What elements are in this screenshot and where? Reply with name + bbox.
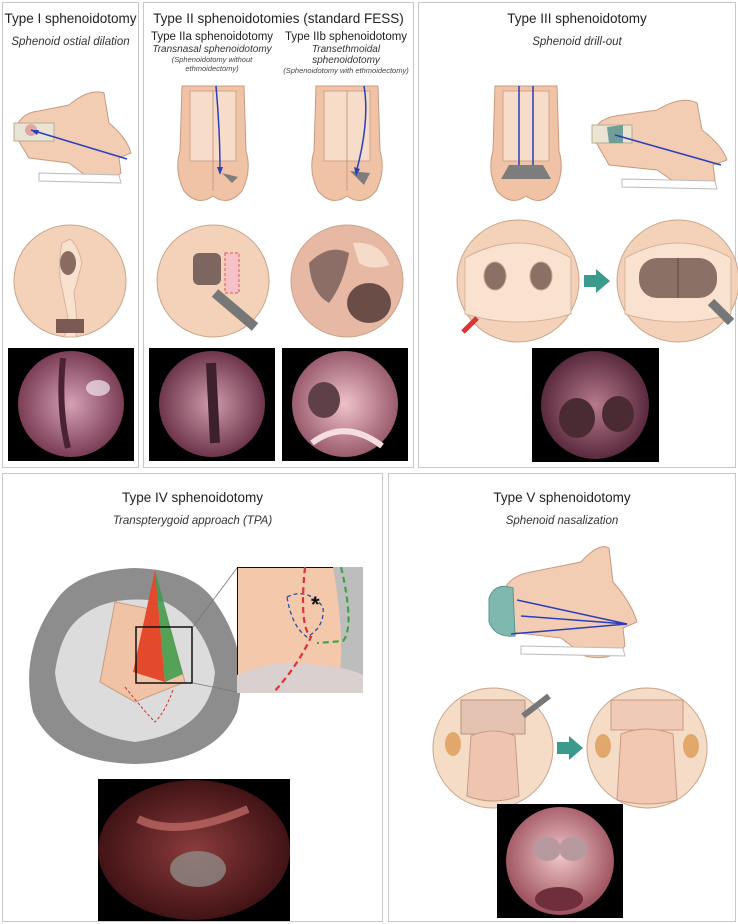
endoscopic-drawing-circle-2b	[289, 223, 405, 339]
endoscopic-photo	[98, 779, 290, 921]
axial-nasal-illustration-2b	[306, 81, 388, 209]
column-note: (Sphenoidotomy without ethmoidectomy)	[146, 55, 278, 73]
asterisk-marker: *	[311, 592, 320, 618]
panel-type-2: Type II sphenoidotomies (standard FESS) …	[143, 2, 414, 468]
column-title: Type IIb sphenoidotomy	[280, 31, 412, 44]
panel-title: Type II sphenoidotomies (standard FESS)	[144, 11, 413, 26]
column-note: (Sphenoidotomy with ethmoidectomy)	[280, 66, 412, 75]
endoscopic-drawing-circle-before	[455, 218, 581, 344]
panel-title: Type I sphenoidotomy	[3, 11, 138, 26]
endoscopic-photo	[8, 348, 134, 461]
endoscopic-drawing-circle	[12, 223, 128, 339]
column-subtitle: Transethmoidal sphenoidotomy	[280, 44, 412, 66]
axial-nasal-illustration-2a	[172, 81, 254, 209]
sagittal-head-illustration	[9, 83, 135, 193]
column-type-2a: Type IIa sphenoidotomy Transnasal spheno…	[146, 31, 278, 73]
panel-type-1: Type I sphenoidotomy Sphenoid ostial dil…	[2, 2, 139, 468]
arrow-right-icon	[557, 736, 583, 760]
panel-title: Type V sphenoidotomy	[389, 490, 735, 505]
panel-title: Type III sphenoidotomy	[419, 11, 735, 26]
arrow-right-icon	[584, 269, 610, 293]
endoscopic-drawing-circle-2a	[155, 223, 271, 339]
endoscopic-photo-2b	[282, 348, 408, 461]
panel-type-3: Type III sphenoidotomy Sphenoid drill-ou…	[418, 2, 736, 468]
panel-subtitle: Sphenoid drill-out	[419, 36, 735, 48]
endoscopic-drawing-circle-after	[585, 686, 709, 810]
panel-type-4: Type IV sphenoidotomy Transpterygoid app…	[2, 473, 383, 922]
column-title: Type IIa sphenoidotomy	[146, 31, 278, 44]
sagittal-head-illustration	[481, 542, 641, 668]
endoscopic-photo	[532, 348, 659, 462]
column-type-2b: Type IIb sphenoidotomy Transethmoidal sp…	[280, 31, 412, 75]
endoscopic-drawing-circle-after	[615, 218, 738, 344]
panel-subtitle: Sphenoid ostial dilation	[3, 36, 138, 48]
panel-subtitle: Sphenoid nasalization	[389, 515, 735, 527]
column-subtitle: Transnasal sphenoidotomy	[146, 44, 278, 55]
panel-type-5: Type V sphenoidotomy Sphenoid nasalizati…	[388, 473, 736, 922]
endoscopic-drawing-circle-before	[431, 686, 555, 810]
endoscopic-photo	[497, 804, 623, 918]
zoomed-inset-illustration	[237, 567, 363, 693]
sagittal-head-illustration	[587, 95, 731, 195]
axial-nasal-illustration	[485, 81, 567, 209]
endoscopic-photo-2a	[149, 348, 275, 461]
